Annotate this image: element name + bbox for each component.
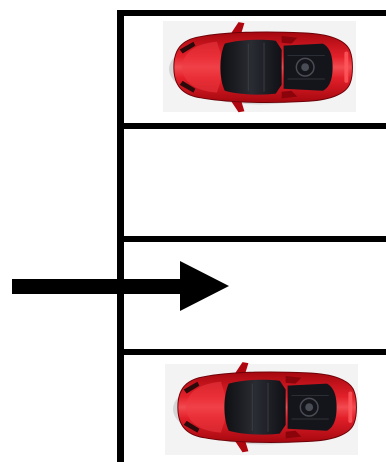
slot-divider-line <box>117 10 386 16</box>
slot-divider-line <box>117 236 386 242</box>
slot-divider-line <box>117 349 386 355</box>
slot-divider-line <box>117 123 386 129</box>
